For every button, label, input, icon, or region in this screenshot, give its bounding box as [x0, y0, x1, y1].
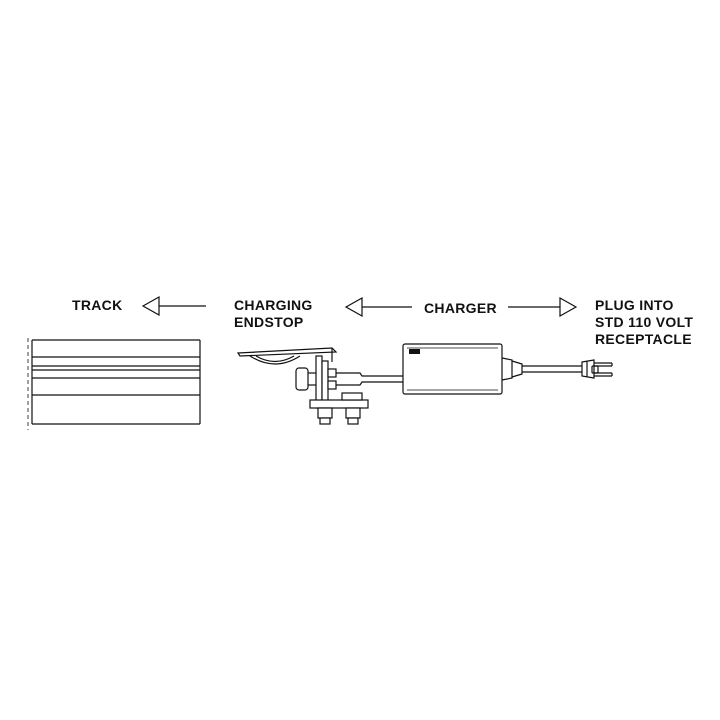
arrow-charger-to-plug-icon — [508, 296, 578, 318]
plug-label-line-3: RECEPTACLE — [595, 331, 692, 347]
track-rail — [27, 338, 201, 430]
plug-label: PLUG INTO STD 110 VOLT RECEPTACLE — [595, 297, 693, 348]
plug-icon — [581, 359, 613, 379]
arrow-track-left-icon — [141, 295, 206, 317]
charger-label: CHARGER — [424, 300, 497, 317]
charger-box — [402, 343, 523, 395]
plug-label-line-2: STD 110 VOLT — [595, 314, 694, 330]
plug-label-line-1: PLUG INTO — [595, 297, 674, 313]
charging-endstop-label: CHARGING ENDSTOP — [234, 297, 313, 331]
charging-endstop-label-line-2: ENDSTOP — [234, 314, 304, 330]
track-label-line-1: TRACK — [72, 297, 123, 313]
arrow-charger-to-endstop-icon — [344, 296, 412, 318]
charging-endstop-label-line-1: CHARGING — [234, 297, 313, 313]
charger-label-line-1: CHARGER — [424, 300, 497, 316]
power-cord — [522, 365, 582, 373]
charging-endstop — [236, 347, 405, 425]
track-label: TRACK — [72, 297, 123, 314]
